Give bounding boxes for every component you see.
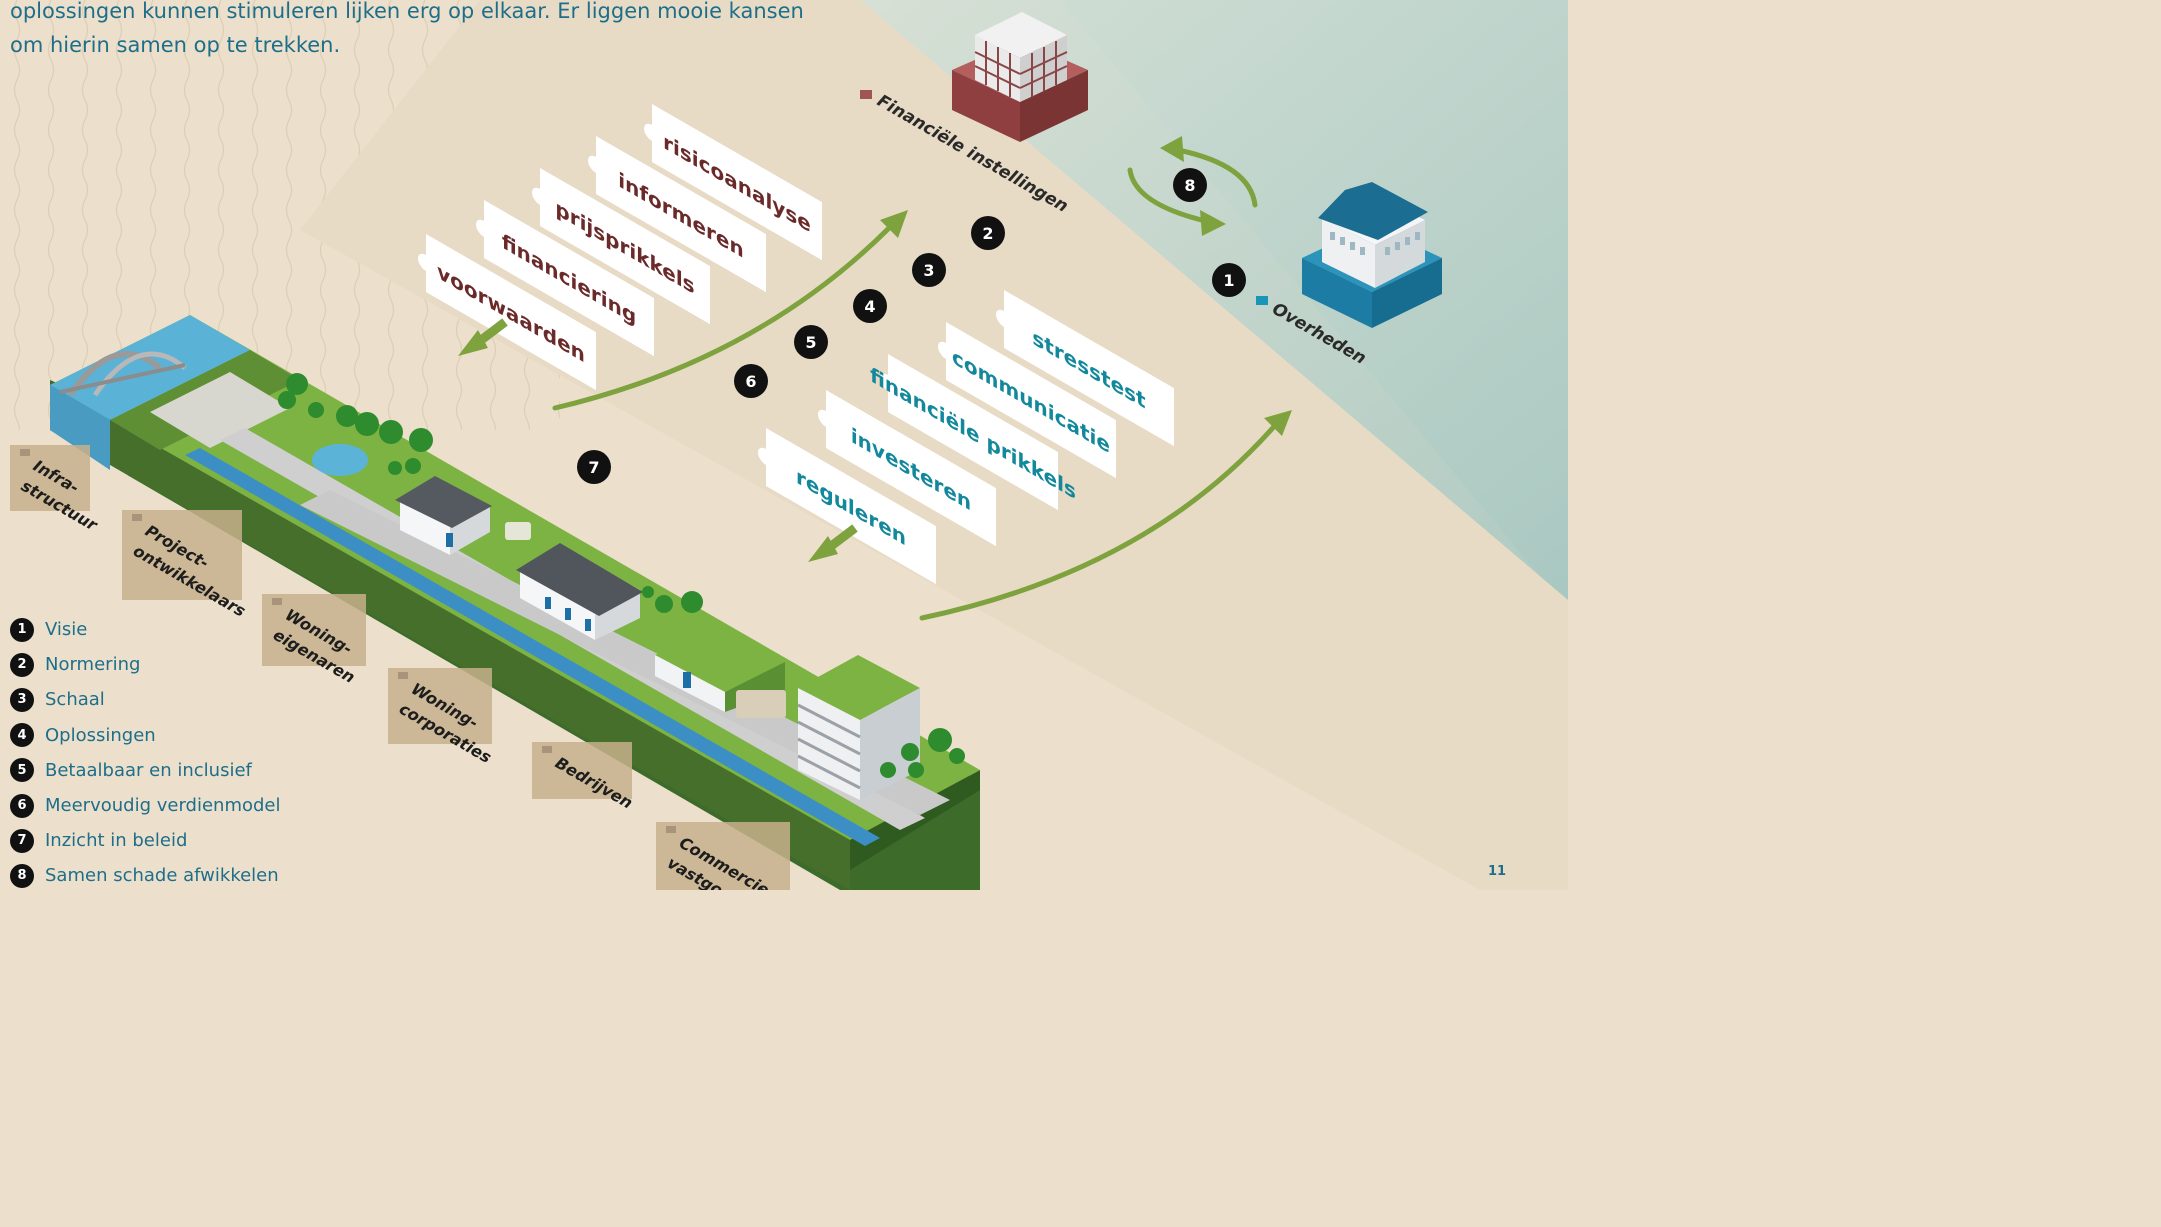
marker-circle	[734, 364, 768, 398]
marker-6: 6	[734, 364, 768, 398]
arrow-down-gov-stem	[823, 524, 858, 554]
financial-instruments-group: risicoanalyseinformerenprijsprikkelsfina…	[418, 104, 822, 391]
stakeholder-tag-marker	[132, 514, 142, 521]
marker-1: 1	[1212, 263, 1246, 297]
trees	[278, 373, 965, 778]
marker-3: 3	[912, 253, 946, 287]
marker-circle	[577, 450, 611, 484]
land-strip	[50, 315, 980, 890]
financial-label-marker	[860, 90, 872, 99]
financial-instrument-card-face	[484, 200, 654, 357]
legend-label: Schaal	[45, 689, 105, 711]
marker-number: 5	[805, 333, 816, 352]
government-instrument-card-face	[1004, 290, 1174, 447]
arrow-exchange-bottom	[1127, 167, 1213, 225]
legend-label: Visie	[45, 619, 88, 641]
government-instrument-card-face	[766, 428, 936, 585]
marker-circle	[853, 289, 887, 323]
financial-institution-building	[952, 12, 1088, 142]
legend-number: 6	[10, 793, 34, 818]
marker-number: 6	[745, 372, 756, 391]
marker-circle	[794, 325, 828, 359]
financial-instrument-card-face	[652, 104, 822, 261]
stakeholder-tag-marker	[542, 746, 552, 753]
government-instrument-card-face	[946, 322, 1116, 479]
government-label-marker	[1256, 296, 1268, 305]
government-instrument-card-face	[888, 354, 1058, 511]
legend-label: Oplossingen	[45, 724, 156, 746]
page-number: 11	[1488, 864, 1507, 879]
legend-number: 4	[10, 723, 34, 748]
government-instrument-card-face	[826, 390, 996, 547]
legend-label: Inzicht in beleid	[45, 830, 188, 852]
stakeholder-tag-marker	[272, 598, 282, 605]
stakeholder-tag-marker	[20, 449, 30, 456]
stakeholder-woning_eig: Woning-eigenaren	[262, 594, 366, 687]
legend-number: 8	[10, 863, 34, 888]
flow-arrows	[552, 147, 1281, 621]
arrow-down-fin-stem	[473, 318, 508, 348]
stakeholder-labels: Infra-structuurProject-ontwikkelaarsWoni…	[10, 445, 790, 890]
marker-circle	[1173, 168, 1207, 202]
legend-item: 3 Schaal	[10, 682, 281, 717]
marker-4: 4	[853, 289, 887, 323]
legend-label: Meervoudig verdienmodel	[45, 795, 281, 817]
marker-circle	[971, 216, 1005, 250]
stakeholder-tag-marker	[398, 672, 408, 679]
legend-number: 7	[10, 828, 34, 853]
marker-number: 4	[864, 297, 875, 316]
marker-8: 8	[1173, 168, 1207, 202]
legend: 1 Visie 2 Normering 3 Schaal 4 Oplossing…	[10, 612, 281, 894]
arrow-up-to-government	[919, 419, 1281, 621]
intro-line-1: oplossingen kunnen stimuleren lijken erg…	[10, 0, 804, 23]
stakeholder-tag	[122, 510, 242, 600]
stakeholder-tag	[262, 594, 366, 666]
stakeholder-tag-marker	[666, 826, 676, 833]
stakeholder-tag	[656, 822, 790, 890]
marker-7: 7	[577, 450, 611, 484]
marker-5: 5	[794, 325, 828, 359]
van-icon	[505, 522, 531, 540]
financial-instrument-card-face	[540, 168, 710, 325]
legend-item: 7 Inzicht in beleid	[10, 823, 281, 858]
arrow-up-to-financial	[552, 219, 898, 411]
legend-item: 8 Samen schade afwikkelen	[10, 858, 281, 893]
legend-item: 6 Meervoudig verdienmodel	[10, 788, 281, 823]
intro-line-2: om hierin samen op te trekken.	[10, 33, 341, 57]
house-1	[395, 476, 492, 555]
legend-item: 4 Oplossingen	[10, 718, 281, 753]
legend-item: 5 Betaalbaar en inclusief	[10, 753, 281, 788]
financial-instrument-card-face	[596, 136, 766, 293]
marker-2: 2	[971, 216, 1005, 250]
marker-number: 2	[982, 224, 993, 243]
truck-icon	[736, 690, 786, 718]
legend-number: 2	[10, 652, 34, 677]
government-building	[1302, 182, 1442, 328]
intro-text: oplossingen kunnen stimuleren lijken erg…	[10, 0, 910, 62]
financial-instrument-card-face	[426, 234, 596, 391]
stakeholder-tag	[388, 668, 492, 744]
marker-number: 1	[1223, 271, 1234, 290]
landscape-illustration: Financiële instellingen Overheden risico…	[0, 0, 1568, 890]
marker-circle	[912, 253, 946, 287]
marker-number: 8	[1184, 176, 1195, 195]
marker-circle	[1212, 263, 1246, 297]
legend-number: 5	[10, 758, 34, 783]
office-building	[797, 655, 920, 800]
legend-number: 3	[10, 687, 34, 712]
numbered-markers: 1 2 3 4 5 6 7 8	[577, 168, 1246, 484]
terraced-houses	[516, 543, 643, 640]
legend-label: Betaalbaar en inclusief	[45, 759, 252, 781]
legend-number: 1	[10, 617, 34, 642]
legend-item: 2 Normering	[10, 647, 281, 682]
arrow-exchange-top	[1175, 147, 1258, 208]
legend-item: 1 Visie	[10, 612, 281, 647]
legend-label: Normering	[45, 654, 141, 676]
stakeholder-project: Project-ontwikkelaars	[122, 510, 249, 621]
legend-label: Samen schade afwikkelen	[45, 865, 279, 887]
marker-number: 7	[588, 458, 599, 477]
marker-number: 3	[923, 261, 934, 280]
